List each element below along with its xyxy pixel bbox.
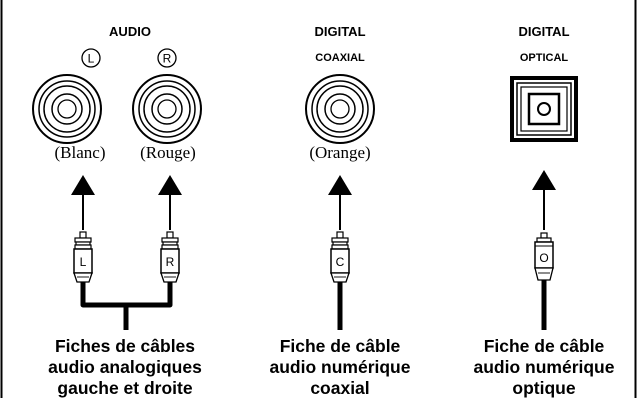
left-rca-plug: L [73, 231, 93, 283]
audio-caption-line-1: Fiches de câbles [55, 336, 195, 356]
coaxial-caption-line-3: coaxial [310, 378, 369, 398]
optical-header: DIGITAL [518, 24, 569, 39]
left-plug-label: L [80, 255, 87, 269]
audio-caption-line-3: gauche et droite [57, 378, 192, 398]
optical-caption-line-2: audio numérique [474, 357, 615, 377]
right-jack-color-label: (Rouge) [140, 143, 196, 162]
coaxial-subheader: COAXIAL [315, 52, 365, 64]
audio-y-cable [80, 282, 173, 308]
left-channel-marker: L [81, 48, 101, 68]
coaxial-caption-line-2: audio numérique [270, 357, 411, 377]
left-jack-color-label: (Blanc) [55, 143, 106, 162]
coaxial-jack-color-label: (Orange) [309, 143, 370, 162]
coaxial-caption-line-1: Fiche de câble [280, 336, 401, 356]
right-plug-label: R [166, 255, 175, 269]
optical-plug-label: O [539, 251, 548, 265]
audio-caption-line-2: audio analogiques [48, 357, 202, 377]
coaxial-header: DIGITAL [314, 24, 365, 39]
right-channel-marker-label: R [163, 52, 172, 66]
optical-jack [510, 76, 578, 142]
audio-header: AUDIO [109, 24, 151, 39]
audio-left-jack [32, 74, 102, 144]
right-channel-marker: R [157, 48, 177, 68]
coaxial-jack [305, 74, 375, 144]
coaxial-rca-plug: C [330, 231, 350, 283]
audio-right-jack [132, 74, 202, 144]
optical-plug: O [534, 232, 554, 281]
coaxial-plug-label: C [336, 255, 345, 269]
left-channel-marker-label: L [88, 52, 95, 66]
optical-caption-line-3: optique [512, 378, 575, 398]
optical-caption-line-1: Fiche de câble [484, 336, 605, 356]
optical-subheader: OPTICAL [520, 52, 569, 64]
right-rca-plug: R [160, 231, 180, 283]
